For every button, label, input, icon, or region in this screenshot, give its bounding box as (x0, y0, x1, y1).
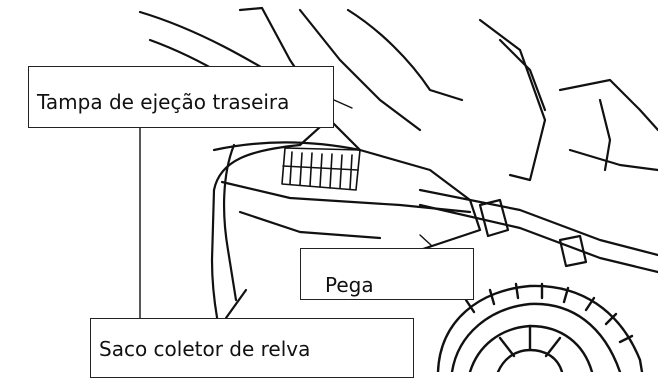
callout-rear-discharge-cover: Tampa de ejeção traseira (28, 66, 334, 128)
right-frame-lower (568, 148, 658, 172)
leader-line-handle (419, 234, 433, 247)
callout-grass-bag-label: Saco coletor de relva (99, 337, 311, 361)
handle-bracket (478, 198, 510, 238)
rear-cover-edge (298, 8, 422, 132)
right-frame-detail (598, 98, 612, 172)
discharge-grille (281, 147, 361, 191)
grass-bag-outline (138, 10, 332, 372)
grass-bag-fold (224, 288, 248, 320)
callout-handle: Pega (300, 248, 474, 300)
handle-bar (418, 188, 658, 257)
handle-bracket-right (558, 234, 588, 268)
cover-panel (478, 18, 547, 182)
deck-outline (212, 141, 482, 252)
rear-cover-top (346, 8, 464, 102)
deck-edge (238, 210, 382, 240)
callout-grass-bag: Saco coletor de relva (90, 318, 414, 378)
rear-wheel-icon (436, 282, 644, 372)
callout-handle-label: Pega (325, 273, 374, 297)
grass-bag-side (223, 143, 238, 302)
callout-rear-discharge-cover-label: Tampa de ejeção traseira (37, 90, 290, 114)
cover-panel-inner (498, 38, 547, 112)
rear-cover (238, 6, 362, 152)
right-frame (558, 78, 658, 132)
leader-line-cover (333, 99, 353, 109)
